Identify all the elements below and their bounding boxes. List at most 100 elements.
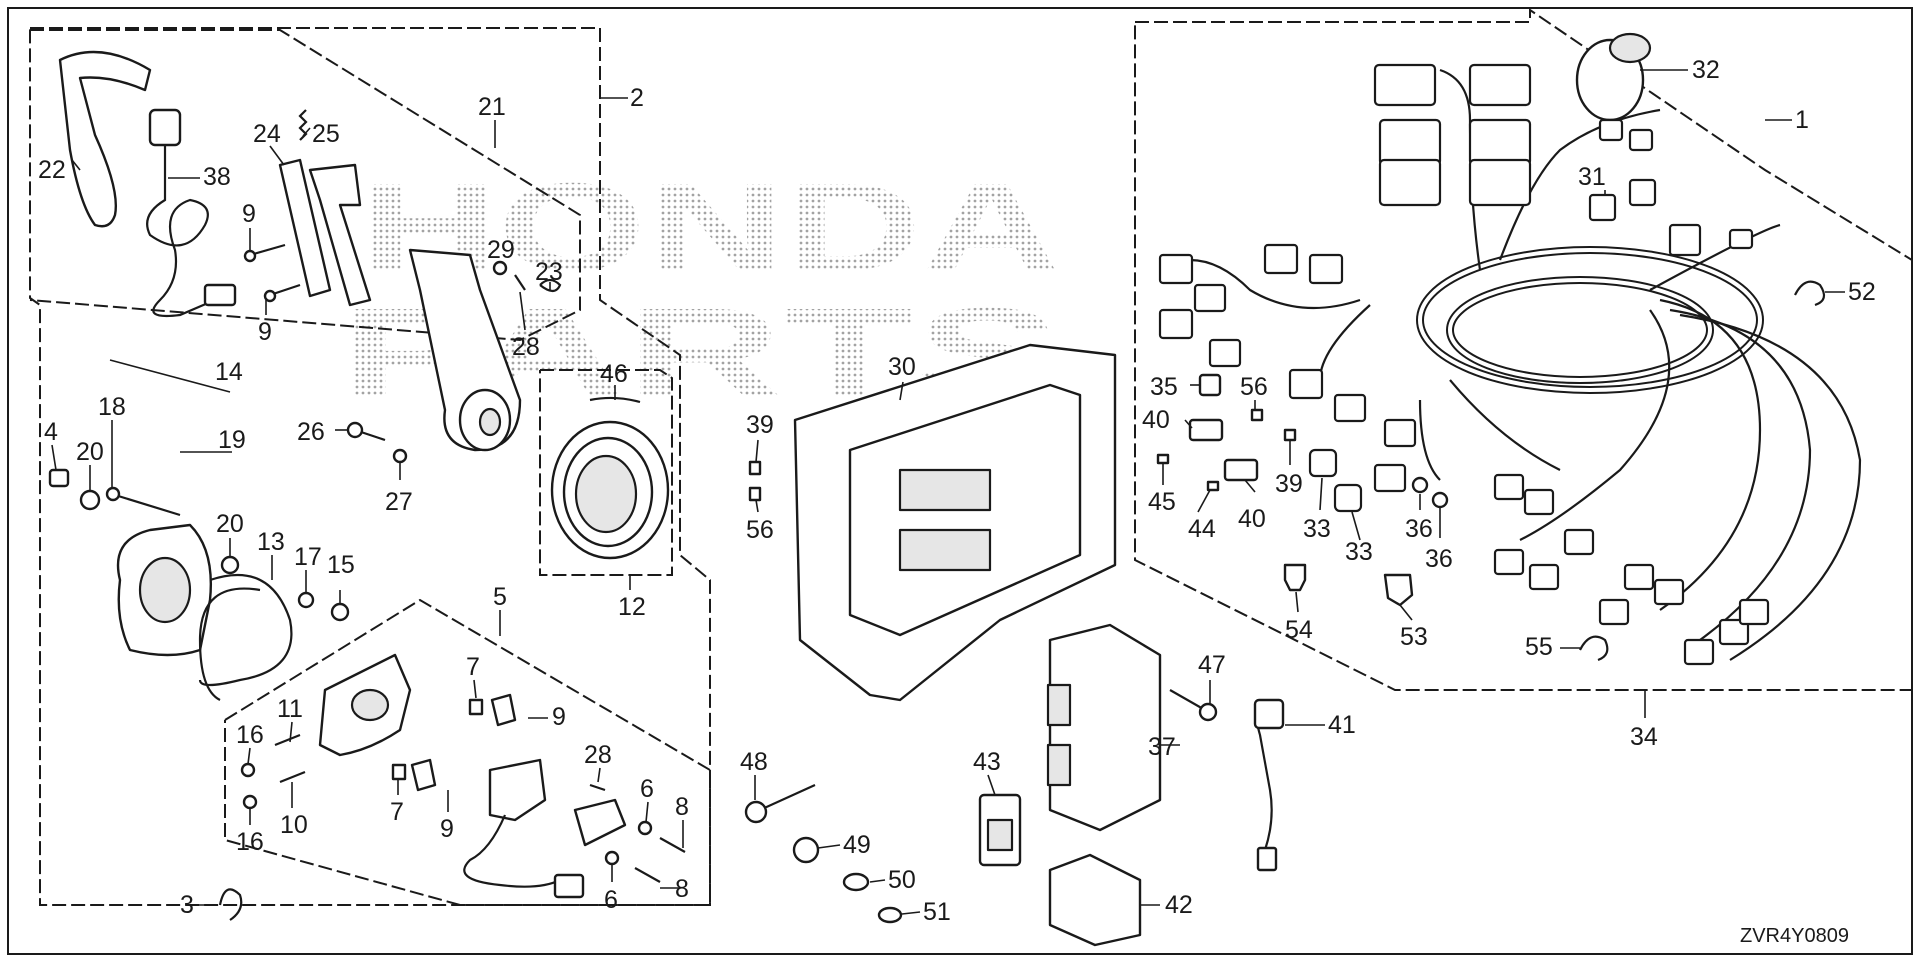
switch-part-38 [148, 108, 182, 147]
connector-right-a [1668, 223, 1702, 257]
clip-part-53 [1383, 573, 1414, 607]
callout-56b: 56 [1240, 373, 1268, 401]
bracket-part-6 [573, 798, 627, 847]
connector-right-b [1728, 228, 1754, 250]
callout-42: 42 [1165, 891, 1193, 919]
lever-part-22 [58, 50, 152, 228]
harness-loop-outer-inner [1418, 248, 1762, 392]
callout-14: 14 [215, 358, 243, 386]
callout-20b: 20 [216, 510, 244, 538]
connector-top-a [1373, 63, 1437, 107]
callout-19: 19 [218, 426, 246, 454]
sensor-part-28 [488, 758, 547, 822]
lead-50 [869, 879, 886, 883]
connector-left-f [1308, 253, 1344, 285]
callout-41: 41 [1328, 711, 1356, 739]
lead-39a [755, 439, 759, 463]
callout-7b: 7 [390, 798, 404, 826]
callout-20a: 20 [76, 438, 104, 466]
callout-56a: 56 [746, 516, 774, 544]
bolt-part-48 [759, 783, 816, 812]
callout-16a: 16 [236, 721, 264, 749]
connector-right-d [1523, 488, 1555, 516]
harness-part-1 [1189, 68, 1862, 661]
sensor-connector-28 [553, 873, 585, 899]
ecu-37-port-b [1046, 743, 1072, 787]
lead-43 [987, 774, 996, 796]
bolt-part-18 [114, 493, 181, 517]
harness-wire-38 [146, 145, 216, 318]
ecu-part-37 [1048, 623, 1162, 832]
washer-part-51 [877, 906, 903, 924]
callout-28a: 28 [512, 333, 540, 361]
connector-left-c [1158, 308, 1194, 340]
fuse-part-44 [1206, 480, 1220, 492]
lead-40b [1244, 479, 1256, 493]
callout-11: 11 [277, 695, 303, 723]
screw-part-8-b [634, 867, 661, 883]
connector-mid-b [1373, 463, 1407, 493]
harness-branch-h [1498, 108, 1661, 261]
group-5-boundary [224, 598, 711, 906]
harness-branch-d [1519, 309, 1671, 541]
sensor-housing-5-hub [350, 688, 390, 722]
bolt-head-48 [744, 800, 768, 824]
callout-39b: 39 [1275, 470, 1303, 498]
clip-part-7-a [468, 698, 484, 716]
leader-lines [51, 69, 1845, 915]
lead-16a [247, 747, 251, 765]
washer-part-17 [297, 591, 315, 609]
connector-38 [203, 283, 237, 307]
bolt-head-26 [346, 421, 364, 439]
cover-part-12-inner [574, 454, 638, 534]
clip-part-54 [1283, 563, 1307, 592]
nut-part-15 [330, 602, 350, 622]
callout-55: 55 [1525, 633, 1553, 661]
connector-right-l [1718, 618, 1750, 646]
callout-23: 23 [535, 258, 563, 286]
callout-53: 53 [1400, 623, 1428, 651]
callout-6b: 6 [604, 886, 618, 914]
callout-54: 54 [1285, 616, 1313, 644]
cap-part-32-top [1608, 32, 1652, 64]
connector-left-e [1263, 243, 1299, 275]
callout-43: 43 [973, 748, 1001, 776]
connector-31-plug-a [1598, 118, 1624, 142]
callout-24: 24 [253, 120, 281, 148]
fuse-part-56-center [748, 486, 762, 502]
fuse-part-56-right [1250, 408, 1264, 422]
screw-part-28-top [514, 274, 526, 291]
callout-8a: 8 [675, 793, 689, 821]
callout-18: 18 [98, 393, 126, 421]
callout-1: 1 [1795, 106, 1809, 134]
connector-right-e [1493, 548, 1525, 576]
bolt-part-11 [274, 733, 301, 747]
callout-21: 21 [478, 93, 506, 121]
harness-branch-e [1189, 258, 1361, 310]
harness-loop-inner-inner [1448, 278, 1712, 382]
lead-54 [1295, 591, 1299, 613]
callout-13: 13 [257, 528, 285, 556]
lead-11 [289, 721, 293, 743]
bracket-part-21 [308, 163, 372, 307]
lead-14 [109, 359, 231, 393]
callout-9c: 9 [552, 703, 566, 731]
bracket-9-c [490, 693, 517, 727]
sensor-part-41 [1253, 698, 1285, 730]
callout-labels: 1 2 3 4 5 6 6 7 7 8 8 9 9 9 9 10 11 12 1… [38, 56, 1876, 926]
relay-part-35 [1198, 373, 1222, 397]
connector-top-e [1378, 158, 1442, 207]
lever-hub-inner [478, 407, 502, 437]
screw-part-9-a [249, 243, 286, 257]
nut-part-49 [792, 836, 820, 864]
lead-28a [519, 291, 526, 331]
callout-9d: 9 [440, 815, 454, 843]
fuse-part-45 [1156, 453, 1170, 465]
clip-part-23 [539, 278, 562, 293]
lead-24 [269, 145, 285, 166]
connector-right-j [1598, 598, 1630, 626]
group-2-boundary [29, 27, 711, 906]
callout-35: 35 [1150, 373, 1178, 401]
fuse-holder-part-40-a [1188, 418, 1224, 442]
callout-34: 34 [1630, 723, 1658, 751]
